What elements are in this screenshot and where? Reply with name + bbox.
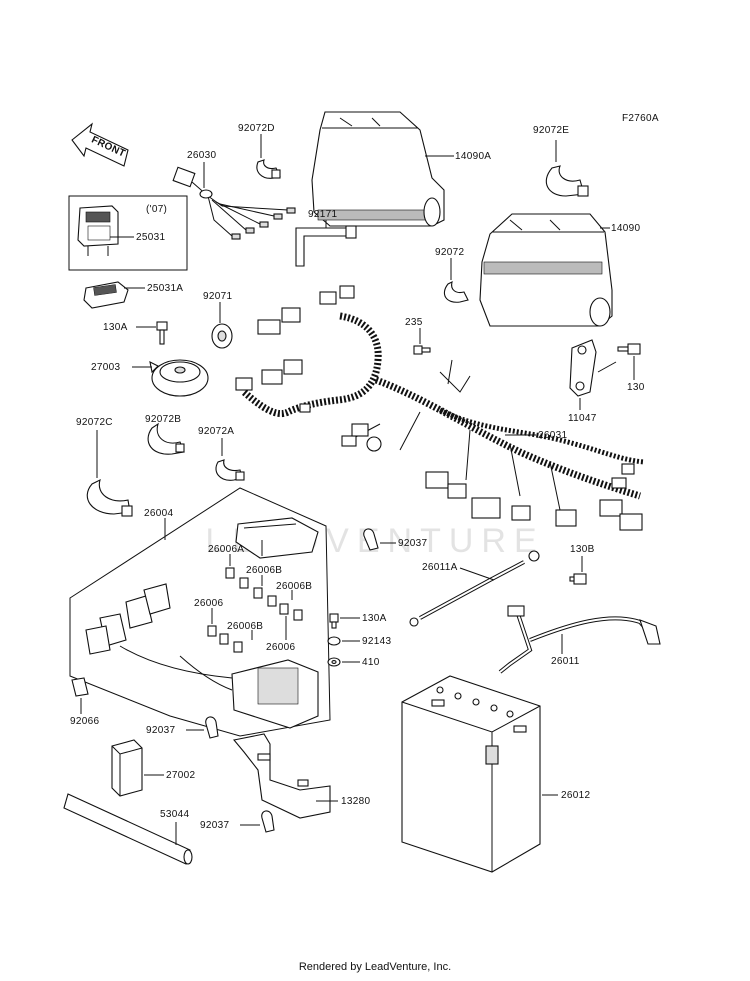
part-27003-horn[interactable] bbox=[149, 359, 209, 397]
label-26012: 26012 bbox=[561, 790, 590, 801]
label-13280: 13280 bbox=[341, 796, 370, 807]
label-130A-mid: 130A bbox=[362, 613, 387, 624]
part-26012-battery[interactable] bbox=[401, 675, 541, 873]
part-11047-bracket[interactable] bbox=[569, 339, 597, 397]
label-92171: 92171 bbox=[308, 209, 337, 220]
label-14090A: 14090A bbox=[455, 151, 491, 162]
label-130A-top: 130A bbox=[103, 322, 128, 333]
part-92037-clamp-bottom[interactable] bbox=[261, 810, 275, 833]
part-92037-clamp-mid[interactable] bbox=[363, 528, 379, 551]
label-92071: 92071 bbox=[203, 291, 232, 302]
label-26030: 26030 bbox=[187, 150, 216, 161]
label-92037-bottom: 92037 bbox=[200, 820, 229, 831]
part-92072A-clamp[interactable] bbox=[215, 459, 245, 481]
label-92037-mid: 92037 bbox=[398, 538, 427, 549]
label-26006A: 26006A bbox=[208, 544, 244, 555]
label-26031: 26031 bbox=[538, 430, 567, 441]
label-92072C: 92072C bbox=[76, 417, 113, 428]
part-26004-fuse-box[interactable] bbox=[85, 517, 319, 729]
part-14090-cover[interactable] bbox=[479, 213, 613, 327]
front-arrow-icon: FRONT bbox=[71, 122, 129, 167]
figure-code: F2760A bbox=[622, 113, 659, 124]
label-92072: 92072 bbox=[435, 247, 464, 258]
part-92072D-clamp[interactable] bbox=[256, 159, 281, 179]
label-92072D: 92072D bbox=[238, 123, 275, 134]
label-26011A: 26011A bbox=[422, 562, 458, 573]
part-92066-grommet[interactable] bbox=[71, 677, 89, 697]
part-235-screw[interactable] bbox=[413, 345, 431, 355]
footer-credit: Rendered by LeadVenture, Inc. bbox=[298, 961, 452, 973]
label-92072A: 92072A bbox=[198, 426, 234, 437]
label-26006B-b: 26006B bbox=[276, 581, 312, 592]
label-92072B: 92072B bbox=[145, 414, 181, 425]
label-130: 130 bbox=[627, 382, 645, 393]
label-92037-low: 92037 bbox=[146, 725, 175, 736]
label-26006: 26006 bbox=[194, 598, 223, 609]
label-26006-b: 26006 bbox=[266, 642, 295, 653]
fuse-26006A[interactable] bbox=[225, 567, 235, 579]
label-25031: 25031 bbox=[136, 232, 165, 243]
part-26011A-cable[interactable] bbox=[409, 550, 540, 627]
box-25031 bbox=[68, 195, 188, 271]
label-130B: 130B bbox=[570, 544, 595, 555]
label-14090: 14090 bbox=[611, 223, 640, 234]
part-130A-bolt-top[interactable] bbox=[156, 321, 168, 345]
part-92071-grommet[interactable] bbox=[211, 323, 233, 349]
label-26006B-c: 26006B bbox=[227, 621, 263, 632]
part-25031-hour-meter[interactable] bbox=[77, 205, 119, 256]
part-410-washer[interactable] bbox=[327, 657, 341, 667]
label-27002: 27002 bbox=[166, 770, 195, 781]
part-92072-clamp[interactable] bbox=[443, 280, 469, 303]
label-53044: 53044 bbox=[160, 809, 189, 820]
year-note: ('07) bbox=[146, 204, 167, 215]
part-92143-washer[interactable] bbox=[327, 636, 341, 646]
part-26031-main-harness[interactable] bbox=[235, 285, 645, 531]
part-92072B-clamp[interactable] bbox=[147, 422, 185, 455]
part-92072E-clamp[interactable] bbox=[545, 165, 589, 197]
part-92037-clamp-low[interactable] bbox=[205, 716, 219, 739]
label-26011: 26011 bbox=[551, 656, 580, 667]
label-11047: 11047 bbox=[568, 413, 597, 424]
part-53044-tube[interactable] bbox=[63, 793, 193, 865]
part-14090A-cover[interactable] bbox=[311, 111, 445, 227]
part-25031A-meter[interactable] bbox=[83, 281, 129, 309]
part-92072C-clamp[interactable] bbox=[86, 478, 133, 517]
part-27002-relay[interactable] bbox=[111, 739, 143, 797]
label-26006B-a: 26006B bbox=[246, 565, 282, 576]
label-92072E: 92072E bbox=[533, 125, 569, 136]
part-130-bolt[interactable] bbox=[617, 343, 641, 355]
part-13280-bracket[interactable] bbox=[232, 733, 331, 819]
label-92066: 92066 bbox=[70, 716, 99, 727]
part-26030-sub-harness[interactable] bbox=[172, 166, 296, 240]
part-130A-bolt-mid[interactable] bbox=[329, 613, 339, 629]
part-26011-cable[interactable] bbox=[498, 605, 661, 674]
label-410: 410 bbox=[362, 657, 380, 668]
fuse-26006B-group-a[interactable] bbox=[239, 577, 277, 607]
label-92143: 92143 bbox=[362, 636, 391, 647]
label-27003: 27003 bbox=[91, 362, 120, 373]
fuse-26006-group[interactable] bbox=[207, 603, 303, 653]
label-25031A: 25031A bbox=[147, 283, 183, 294]
part-92171-bracket[interactable] bbox=[295, 225, 357, 267]
outline-26004 bbox=[69, 487, 331, 737]
label-235: 235 bbox=[405, 317, 423, 328]
part-130B-bolt[interactable] bbox=[569, 573, 587, 585]
label-26004: 26004 bbox=[144, 508, 173, 519]
